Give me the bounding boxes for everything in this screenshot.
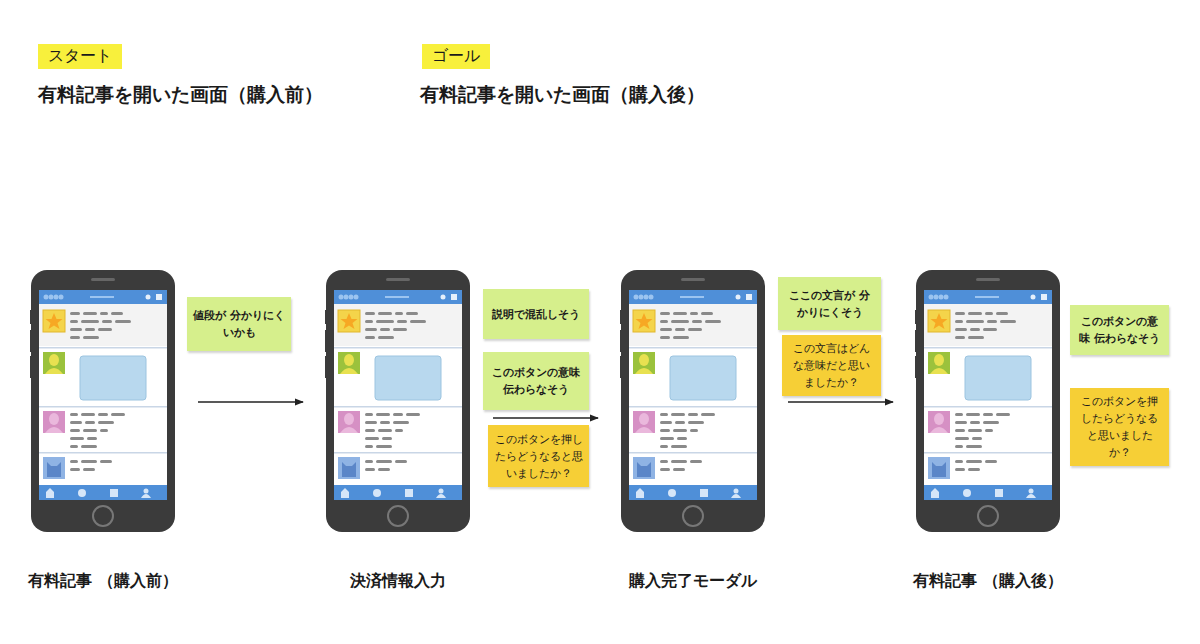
observation-sticky: このボタンの意味 伝わらなそう [1070,305,1169,355]
phone-illustration [325,270,471,532]
phone-screen: 有料記事 （購入後） [915,270,1061,532]
phone-screen: 有料記事 （購入前） [30,270,176,532]
question-sticky: この文言はどんな意味だと思いましたか？ [782,335,881,396]
question-sticky: このボタンを押したらどうなると思いましたか？ [488,425,589,487]
screen-caption: 決済情報入力 [323,570,473,592]
goal-tag: ゴール [422,44,490,69]
sticky-text: 値段が 分かりにくいかも [193,307,285,341]
observation-sticky: 値段が 分かりにくいかも [187,297,291,351]
phone-illustration [620,270,766,532]
flow-arrow [788,401,893,402]
flow-arrow [198,401,303,402]
flow-arrow [493,417,598,418]
sticky-text: 説明で混乱しそう [492,306,580,323]
question-sticky: このボタンを押したらどうなると思いましたか？ [1070,388,1169,466]
sticky-text: このボタンの意味 伝わらなそう [489,364,583,398]
observation-sticky: このボタンの意味 伝わらなそう [483,352,589,410]
sticky-text: このボタンを押したらどうなると思いましたか？ [494,431,583,482]
sticky-text: このボタンの意味 伝わらなそう [1076,313,1163,347]
sticky-text: この文言はどんな意味だと思いましたか？ [788,340,875,391]
screen-caption: 購入完了モーダル [618,570,768,592]
screen-caption: 有料記事 （購入前） [28,570,178,592]
screen-heading: 有料記事を開いた画面（購入前） [38,82,323,108]
screen-heading: 有料記事を開いた画面（購入後） [420,82,705,108]
screen-caption: 有料記事 （購入後） [913,570,1063,592]
sticky-text: このボタンを押したらどうなると思いましたか？ [1076,393,1163,461]
phone-illustration [915,270,1061,532]
sticky-text: ここの文言が 分かりにくそう [784,287,875,321]
observation-sticky: 説明で混乱しそう [483,289,589,339]
start-tag: スタート [38,44,122,69]
phone-illustration [30,270,176,532]
phone-screen: 決済情報入力 [325,270,471,532]
observation-sticky: ここの文言が 分かりにくそう [778,277,881,330]
phone-screen: 購入完了モーダル [620,270,766,532]
